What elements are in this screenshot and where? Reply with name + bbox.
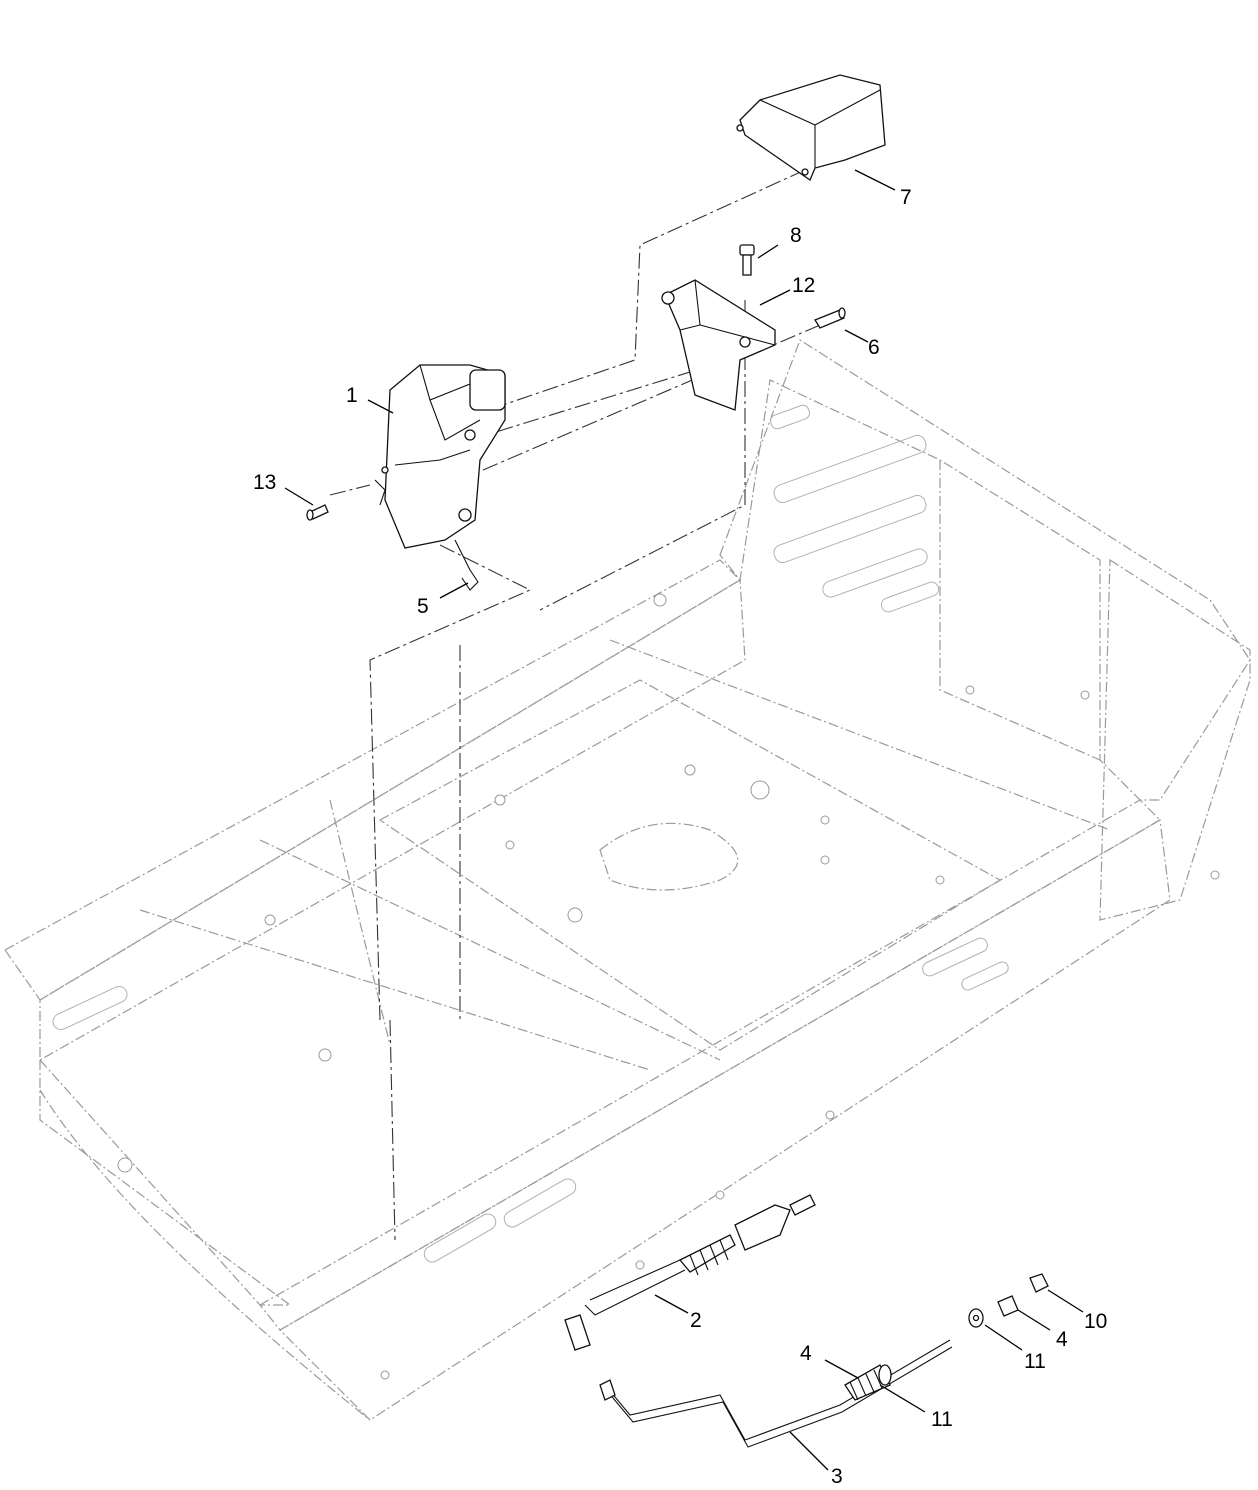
callout-11-rod: 11 — [931, 1408, 953, 1431]
callout-labels: 7 8 12 6 1 13 5 2 10 4 11 4 11 3 — [253, 186, 1107, 1488]
callout-4-hardware: 4 — [1056, 1328, 1068, 1351]
callout-2: 2 — [690, 1309, 702, 1332]
part-7-cover — [736, 74, 886, 181]
part-8-bolt — [739, 244, 755, 276]
part-4-spring — [997, 1295, 1019, 1317]
callout-6: 6 — [868, 336, 880, 359]
callout-1: 1 — [346, 384, 358, 407]
part-12-bracket — [661, 279, 776, 411]
hardware-washer-spring-nut — [968, 1273, 1049, 1328]
part-13-screw — [306, 504, 329, 521]
callout-4-rod: 4 — [800, 1342, 812, 1365]
part-10-nut — [1029, 1273, 1049, 1293]
callout-12: 12 — [792, 274, 815, 297]
callout-3: 3 — [831, 1465, 843, 1488]
part-6-pin — [814, 307, 846, 329]
callout-5: 5 — [417, 595, 429, 618]
callout-8: 8 — [790, 224, 802, 247]
part-5-clip — [454, 539, 479, 591]
chassis-frame — [4, 339, 1251, 1421]
callout-7: 7 — [900, 186, 912, 209]
part-2-cable — [564, 1194, 816, 1351]
part-1-actuator — [374, 364, 506, 549]
leader-lines — [284, 169, 1084, 1471]
part-3-rod — [599, 1339, 953, 1448]
callout-11-hardware: 11 — [1024, 1350, 1046, 1373]
callout-13: 13 — [253, 471, 276, 494]
callout-10: 10 — [1084, 1310, 1107, 1333]
